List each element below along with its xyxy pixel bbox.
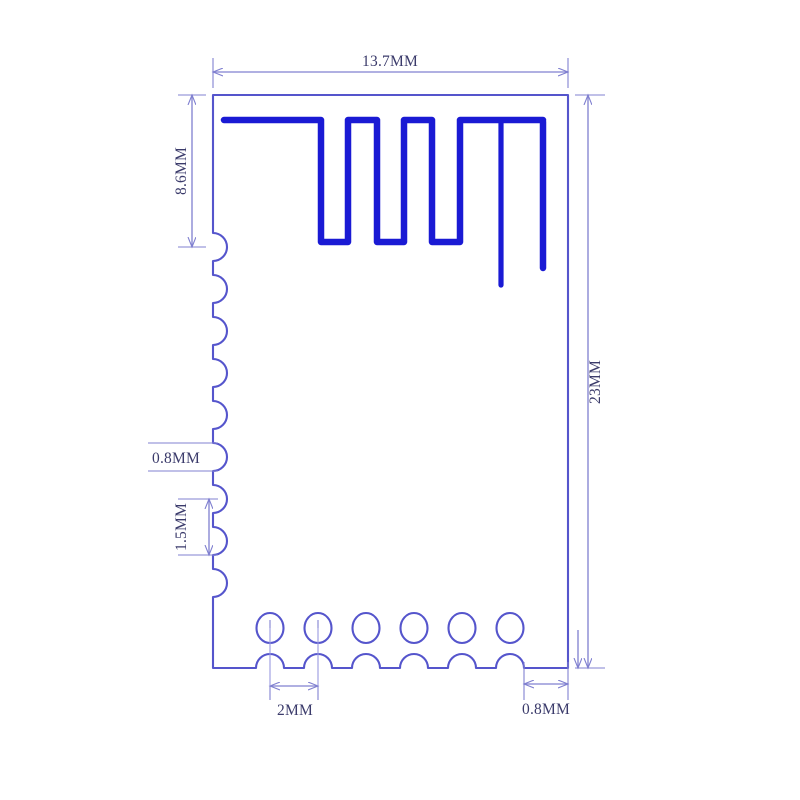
pad-circle bbox=[399, 611, 429, 645]
dimension-width: 13.7MM bbox=[213, 53, 568, 88]
dimension-edge-offset: 0.8MM bbox=[522, 630, 578, 718]
pcb-outline-group bbox=[211, 93, 570, 670]
dimension-notch-width: 0.8MM bbox=[148, 442, 218, 472]
pad-circle bbox=[351, 611, 381, 645]
dimension-notch-pitch: 1.5MM bbox=[173, 499, 218, 555]
dimension-label-antenna-zone-height: 8.6MM bbox=[173, 147, 190, 195]
dimension-label-notch-pitch: 1.5MM bbox=[173, 503, 190, 551]
pad-centerline-group bbox=[269, 628, 319, 686]
pad-circle bbox=[447, 611, 477, 645]
meander-pcb-antenna bbox=[220, 116, 547, 288]
dimension-label-width: 13.7MM bbox=[362, 53, 418, 70]
dimension-label-pad-pitch: 2MM bbox=[277, 702, 313, 719]
antenna-trace-path bbox=[220, 116, 547, 246]
dimension-height: 23MM bbox=[575, 95, 605, 668]
dimension-label-notch-width: 0.8MM bbox=[152, 450, 200, 467]
dimension-pad-pitch: 2MM bbox=[270, 620, 318, 719]
dimension-antenna-zone-height: 8.6MM bbox=[173, 95, 206, 247]
pad-circle bbox=[495, 611, 525, 645]
bottom-pad-group bbox=[255, 611, 525, 645]
pcb-outline-path bbox=[211, 93, 570, 670]
dimension-label-height: 23MM bbox=[587, 360, 604, 404]
dimension-label-edge-offset: 0.8MM bbox=[522, 701, 570, 718]
